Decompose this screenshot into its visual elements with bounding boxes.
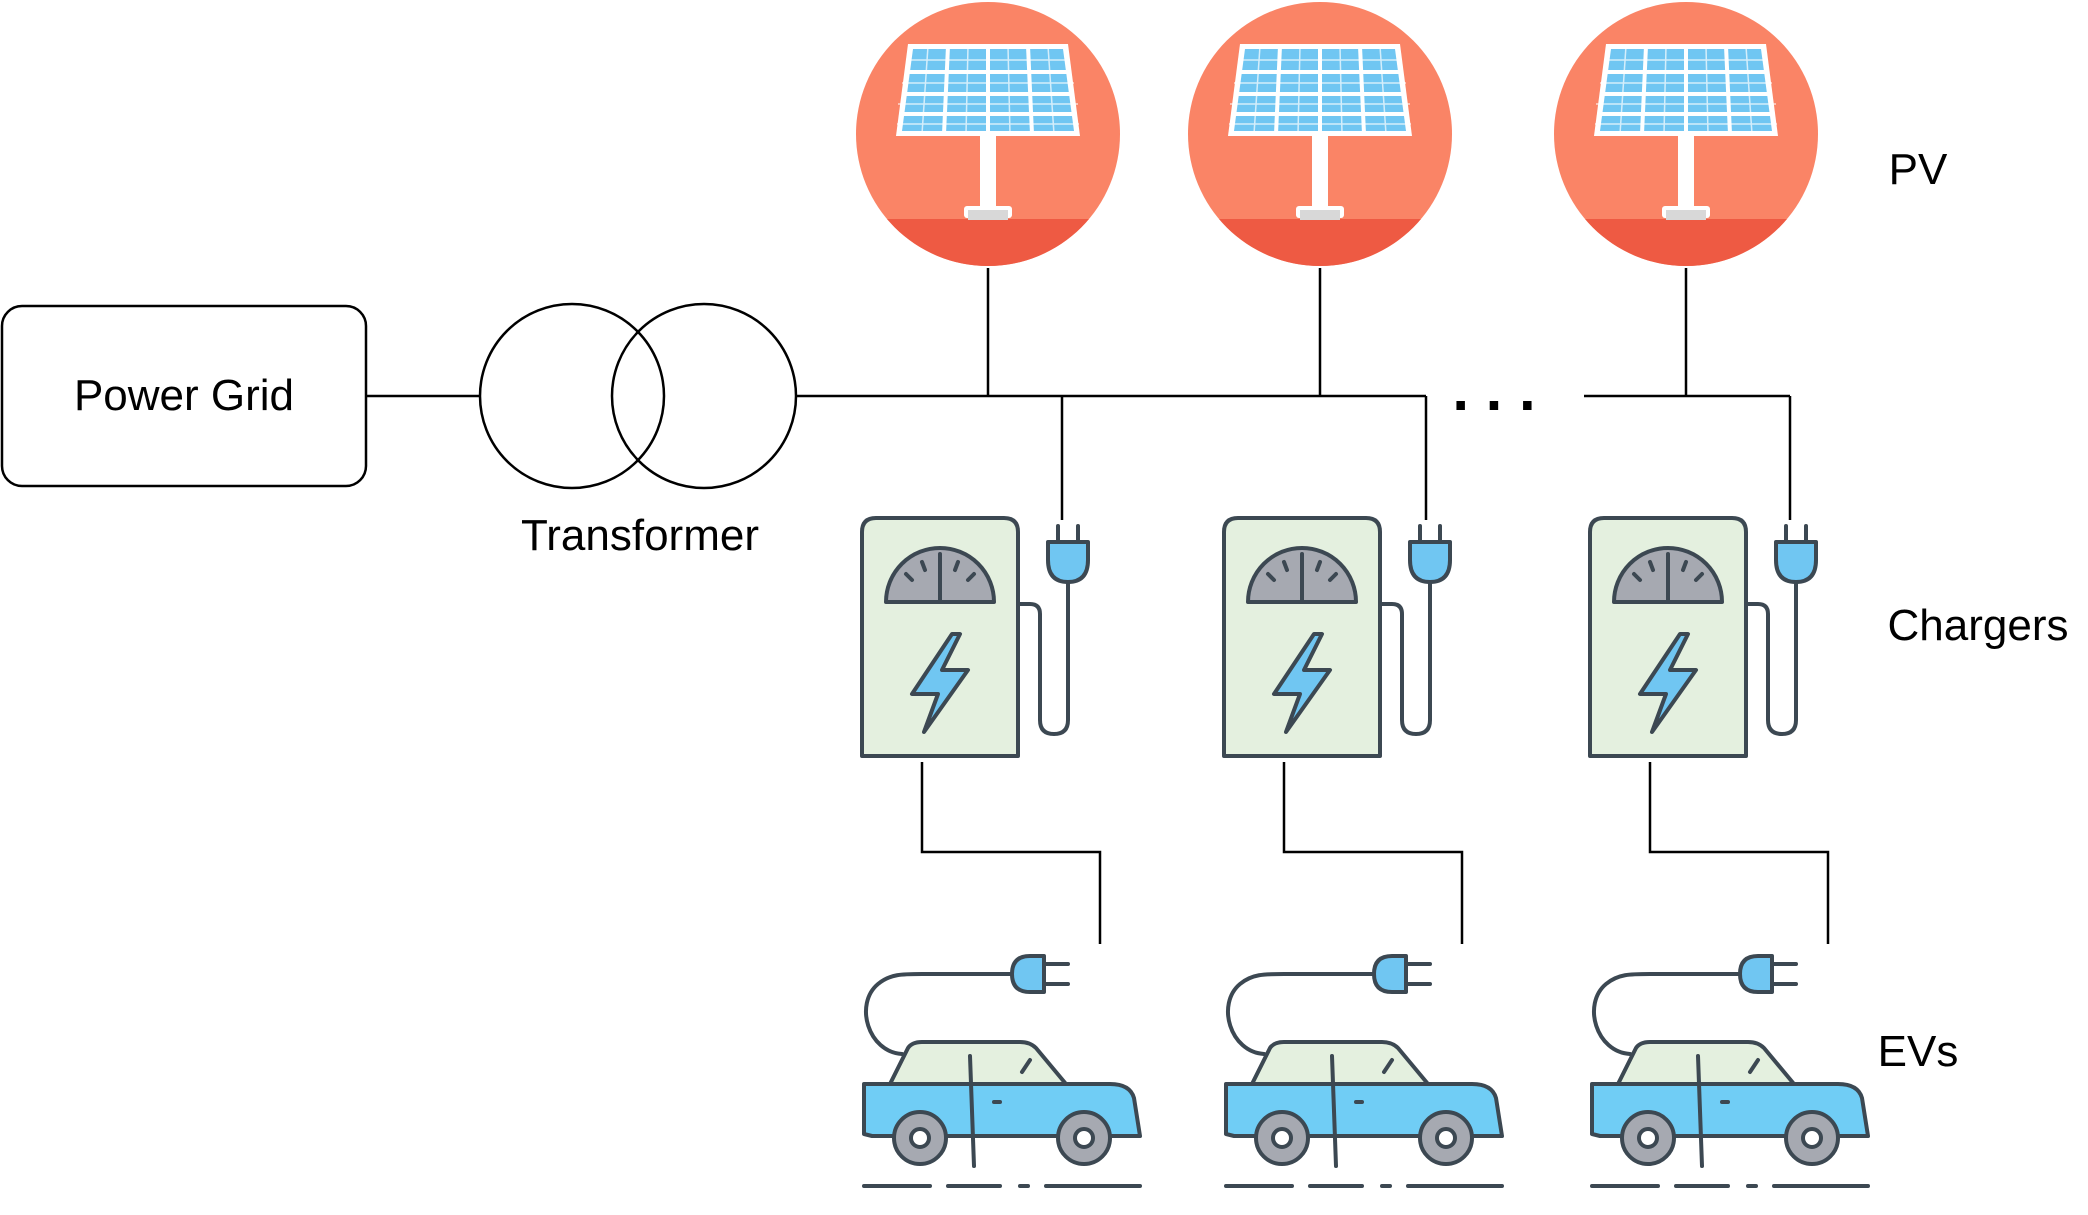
solar-panel-icon — [1180, 2, 1460, 279]
transformer-node — [478, 302, 798, 490]
charger-unit-3 — [1588, 516, 1818, 758]
solar-panel-icon — [848, 2, 1128, 279]
charger-unit-1 — [860, 516, 1090, 758]
ev-unit-1 — [862, 954, 1142, 1188]
ev-unit-2 — [1224, 954, 1504, 1188]
electric-car-icon — [862, 954, 1142, 1188]
electric-car-icon — [1224, 954, 1504, 1188]
pv-row-label: PV — [1889, 145, 1948, 194]
pv-unit-3 — [1546, 2, 1826, 279]
power-grid-label: Power Grid — [74, 371, 294, 420]
solar-panel-icon — [1546, 2, 1826, 279]
ev-charger-icon — [860, 516, 1090, 758]
transformer-coil-primary — [478, 302, 666, 490]
ev-charger-icon — [1222, 516, 1452, 758]
electric-car-icon — [1590, 954, 1870, 1188]
transformer-coil-secondary — [610, 302, 798, 490]
pv-unit-2 — [1180, 2, 1460, 279]
pv-unit-1 — [848, 2, 1128, 279]
ev-charger-icon — [1588, 516, 1818, 758]
charger-3-to-ev-3-cable — [1648, 762, 1830, 944]
power-grid-node: Power Grid — [0, 304, 368, 488]
charger-1-to-ev-1-cable — [920, 762, 1102, 944]
charger-unit-2 — [1222, 516, 1452, 758]
chargers-row-label: Chargers — [1888, 601, 2069, 650]
ev-unit-3 — [1590, 954, 1870, 1188]
transformer-label: Transformer — [521, 511, 759, 560]
wiring — [366, 268, 1830, 944]
charger-2-to-ev-2-cable — [1282, 762, 1464, 944]
more-units-ellipsis: . . . — [1452, 356, 1535, 423]
evs-row-label: EVs — [1878, 1027, 1959, 1076]
